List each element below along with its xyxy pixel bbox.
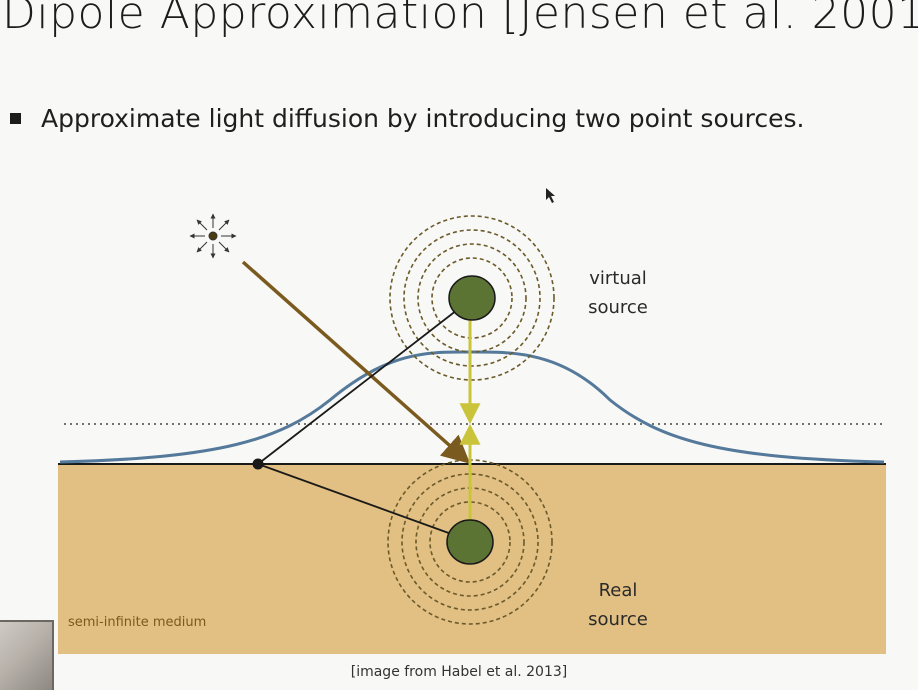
exit-point (252, 458, 264, 470)
medium-label: semi-infinite medium (68, 615, 206, 630)
bullet-square-icon (10, 113, 21, 124)
image-caption: [image from Habel et al. 2013] (350, 664, 568, 680)
virtual-source-label-line1: virtual (589, 268, 647, 289)
virtual-to-exit-line (257, 299, 471, 465)
virtual-source-rings (389, 215, 555, 381)
bullet-item: Approximate light diffusion by introduci… (10, 104, 804, 133)
virtual-source (448, 275, 496, 321)
incident-light-ray (241, 260, 471, 464)
diffusion-profile-curve (59, 350, 885, 464)
real-source-label-line1: Real (599, 580, 638, 601)
real-to-exit-line (257, 463, 469, 541)
virtual-source-label-line2: source (588, 297, 648, 318)
mouse-cursor-icon (546, 188, 555, 203)
real-source (446, 519, 494, 565)
real-source-label-line2: source (588, 609, 648, 630)
light-source-icon (189, 213, 237, 259)
webcam-overlay (0, 620, 54, 690)
slide-title: Dipole Approximation [Jensen et al. 2001… (2, 0, 918, 39)
bullet-text: Approximate light diffusion by introduci… (41, 104, 805, 133)
